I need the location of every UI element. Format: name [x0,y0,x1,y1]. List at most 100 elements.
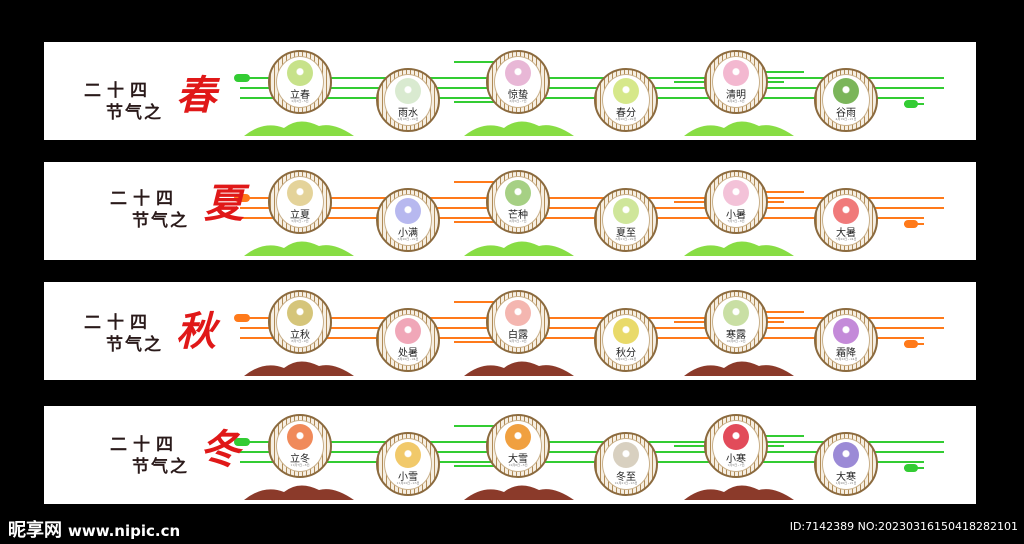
hill-shape [684,361,794,376]
term-date: 10月8日~9日 [726,339,746,343]
lotus-icon [723,180,749,206]
watermelon-icon [833,198,859,224]
term-name: 清明 [726,90,746,101]
flower-icon [395,442,421,468]
term-name: 小寒 [726,454,746,465]
flower-icon [395,198,421,224]
hill-shape [244,485,354,500]
term-date: 6月21日~22日 [615,237,637,241]
term-name: 春分 [616,108,636,119]
brand-name: 昵享网 [8,520,62,541]
image-id: ID:7142389 NO:20230316150418282101 [789,520,1018,533]
term-name: 芒种 [508,210,528,221]
title-line2: 节气之 [106,335,163,355]
flower-icon [613,198,639,224]
term-name: 大寒 [836,472,856,483]
term-name: 处暑 [398,348,418,359]
season-character: 秋 [176,308,216,355]
term-date: 8月22日~24日 [397,357,419,361]
title-line1: 二十四 [84,313,153,333]
term-date: 3月20日~22日 [615,117,637,121]
title-line1: 二十四 [84,81,153,101]
term-date: 4月19日~21日 [835,117,857,121]
blossom-icon [723,60,749,86]
hill-shape [464,121,574,136]
leaf-icon [723,300,749,326]
hill-shape [684,485,794,500]
hill-shape [244,121,354,136]
line-cap [904,340,918,348]
flower-icon [833,318,859,344]
term-name: 立夏 [290,210,310,221]
hill-shape [464,361,574,376]
hill-shape [684,241,794,256]
term-date: 11月22日~23日 [396,481,420,485]
term-date: 10月23日~24日 [834,357,858,361]
watermark-brand: 昵享网 www.nipic.cn [8,516,180,542]
term-name: 立春 [290,90,310,101]
term-name: 立冬 [290,454,310,465]
term-name: 白露 [508,330,528,341]
decoration-lines [234,61,944,136]
medal-face [822,194,870,246]
line-cap [234,314,250,322]
term-name: 大暑 [836,228,856,239]
season-character: 春 [176,72,216,119]
tree-icon [833,78,859,104]
blossom-icon [505,300,531,326]
leaf-icon [287,300,313,326]
term-date: 2月18日~20日 [397,117,419,121]
title-line2: 节气之 [106,103,163,123]
season-character: 夏 [204,180,244,227]
line-cap [234,74,250,82]
term-date: 2月3日~5日 [291,99,309,103]
term-name: 小满 [398,228,418,239]
hill-shape [244,361,354,376]
term-name: 冬至 [616,472,636,483]
term-name: 大雪 [508,454,528,465]
term-date: 1月20日~21日 [835,481,857,485]
brand-url: www.nipic.cn [68,522,181,540]
hill-shape [684,121,794,136]
term-name: 谷雨 [836,108,856,119]
term-date: 5月20日~22日 [397,237,419,241]
title-line1: 二十四 [110,189,179,209]
flower-icon [613,318,639,344]
line-cap [234,438,250,446]
term-name: 雨水 [398,108,418,119]
grass-icon [395,78,421,104]
term-name: 夏至 [616,228,636,239]
flower-icon [613,78,639,104]
term-date: 7月7日~8日 [727,219,745,223]
line-cap [904,220,918,228]
term-date: 7月22日~24日 [835,237,857,241]
term-date: 12月6日~8日 [508,463,528,467]
maple-icon [287,424,313,450]
term-name: 寒露 [726,330,746,341]
term-name: 小雪 [398,472,418,483]
term-name: 小暑 [726,210,746,221]
term-date: 8月7日~9日 [291,339,309,343]
cherry-icon [505,180,531,206]
